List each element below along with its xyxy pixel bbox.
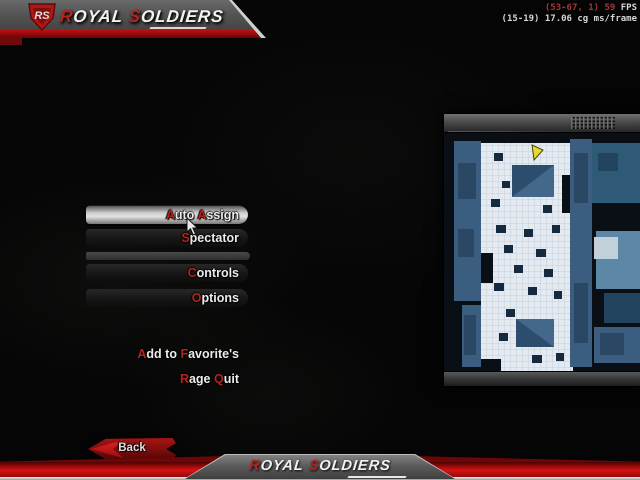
menu-item-label: Options xyxy=(191,291,239,305)
header-red-tab xyxy=(0,37,22,45)
fps-line2: (15-19) 17.06 cg ms/frame xyxy=(501,13,637,24)
texture-dots xyxy=(571,117,615,129)
menu-separator xyxy=(86,252,250,260)
menu-item-label: Controls xyxy=(187,266,239,280)
menu-item-controls[interactable]: Controls xyxy=(86,264,248,282)
svg-text:RS: RS xyxy=(34,10,50,22)
texture-line xyxy=(448,131,586,132)
footer-banner: ROYAL SOLDIERS xyxy=(185,455,455,479)
map-panel-header xyxy=(444,114,640,133)
mouse-cursor-icon xyxy=(186,217,199,236)
header-title: ROYAL SOLDIERS xyxy=(59,7,225,26)
back-button-label: Back xyxy=(118,442,146,454)
header-red-stripe xyxy=(0,30,261,38)
menu-item-auto-assign[interactable]: Auto Assign xyxy=(86,205,248,224)
menu-item-label: Add to Favorite's xyxy=(137,347,239,361)
menu-item-label: Rage Quit xyxy=(179,372,239,386)
footer-title: ROYAL SOLDIERS xyxy=(248,458,392,474)
footer-title-underline xyxy=(347,476,407,478)
map-panel-footer xyxy=(444,371,640,386)
menu-item-add-to-favorites[interactable]: Add to Favorite's xyxy=(86,345,248,363)
menu-item-label: Spectator xyxy=(181,231,239,245)
map-preview-panel xyxy=(443,113,640,387)
menu-item-label: Auto Assign xyxy=(165,208,239,222)
fps-counter: (53-67, 1) 59 FPS (15-19) 17.06 cg ms/fr… xyxy=(502,3,637,24)
menu-item-spectator[interactable]: Spectator xyxy=(86,229,248,247)
menu-item-rage-quit[interactable]: Rage Quit xyxy=(86,370,248,388)
player-marker-icon xyxy=(531,144,544,162)
menu-item-options[interactable]: Options xyxy=(86,289,248,307)
back-button[interactable]: Back xyxy=(88,438,176,460)
header-title-underline xyxy=(149,27,207,29)
minimap-graphic xyxy=(444,133,640,372)
back-button-ribbon xyxy=(88,438,176,460)
fps-line1: (53-67, 1) 59 FPS xyxy=(544,3,637,13)
royal-soldiers-logo-icon: RS xyxy=(28,3,56,32)
